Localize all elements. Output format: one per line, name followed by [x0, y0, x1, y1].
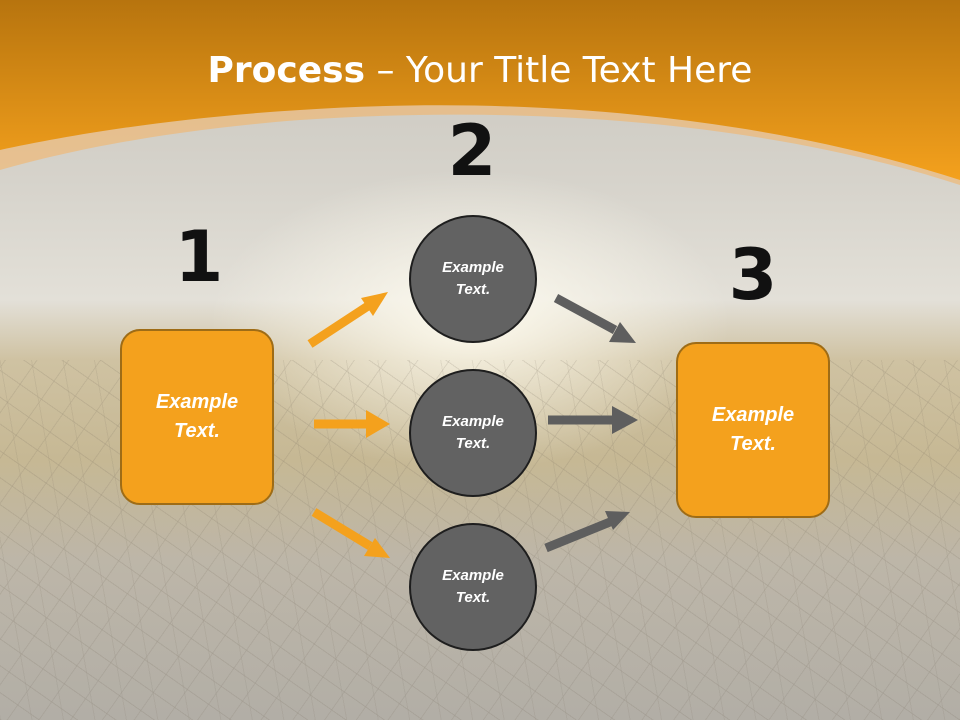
- step-1-number: 1: [174, 216, 224, 298]
- arrow-1-to-middle: [314, 410, 390, 438]
- arrow-middle-to-3: [548, 406, 638, 434]
- step-2-circle-middle-text: Example Text.: [442, 412, 504, 453]
- title-rest: – Your Title Text Here: [365, 50, 753, 91]
- header-banner: [0, 0, 960, 185]
- step-2-circle-bottom-text: Example Text.: [442, 566, 504, 607]
- arrow-top-to-3: [553, 294, 636, 343]
- step-3-number: 3: [728, 234, 778, 316]
- step-3-text: Example Text.: [711, 404, 795, 455]
- arrow-1-to-top: [307, 292, 388, 348]
- step-1-text: Example Text.: [155, 391, 239, 442]
- step-3-box: Example Text.: [676, 342, 830, 518]
- step-2-circle-middle: Example Text.: [409, 369, 537, 497]
- step-2-circle-top: Example Text.: [409, 215, 537, 343]
- arrow-1-to-bottom: [311, 508, 390, 558]
- step-2-number: 2: [447, 110, 497, 192]
- slide-title: Process – Your Title Text Here: [0, 50, 960, 91]
- step-2-circle-bottom: Example Text.: [409, 523, 537, 651]
- step-2-circle-top-text: Example Text.: [442, 258, 504, 299]
- title-bold: Process: [207, 50, 366, 91]
- step-1-box: Example Text.: [120, 329, 274, 505]
- arrow-bottom-to-3: [544, 511, 630, 553]
